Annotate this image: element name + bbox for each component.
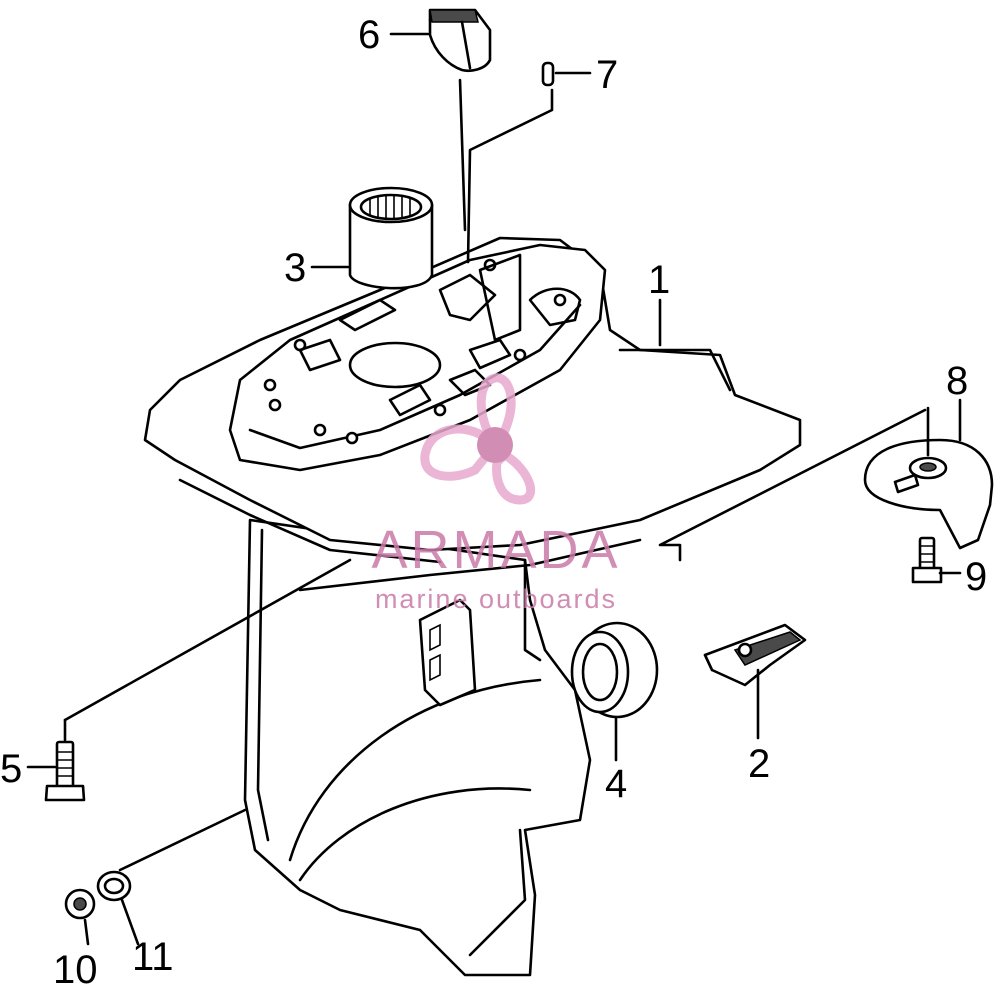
part-label-6: 6 (358, 13, 380, 57)
propeller-logo-icon (420, 373, 536, 505)
part-label-1: 1 (648, 258, 670, 302)
washer-part-11 (96, 870, 132, 902)
grommet-part-6 (428, 8, 492, 72)
part-label-5: 5 (0, 747, 22, 791)
part-label-10: 10 (53, 948, 98, 986)
watermark-title: ARMADA (371, 520, 620, 580)
part-label-3: 3 (284, 246, 306, 290)
dowel-pin-part-7 (541, 61, 555, 87)
watermark: ARMADA marine outboards (371, 373, 620, 614)
part-label-9: 9 (965, 555, 987, 599)
deck-mount-holes (263, 258, 567, 445)
bolt-part-9 (911, 536, 943, 584)
part-label-8: 8 (946, 359, 968, 403)
trim-tab-part-8 (863, 438, 994, 550)
part-label-4: 4 (605, 762, 627, 806)
watermark-subtitle: marine outboards (375, 584, 617, 614)
bolt-part-5 (44, 740, 86, 802)
bushing-part-3 (348, 186, 434, 290)
plug-part-10 (64, 888, 96, 920)
part-label-2: 2 (748, 742, 770, 786)
seal-part-4 (570, 621, 659, 719)
anode-part-2 (703, 623, 807, 687)
part-label-7: 7 (596, 53, 618, 97)
part-label-11: 11 (132, 935, 174, 979)
part-labels: 6 7 3 1 8 9 2 4 5 10 11 (0, 13, 987, 986)
lower-casing-part-1 (143, 236, 802, 977)
leader-lines (26, 32, 962, 946)
